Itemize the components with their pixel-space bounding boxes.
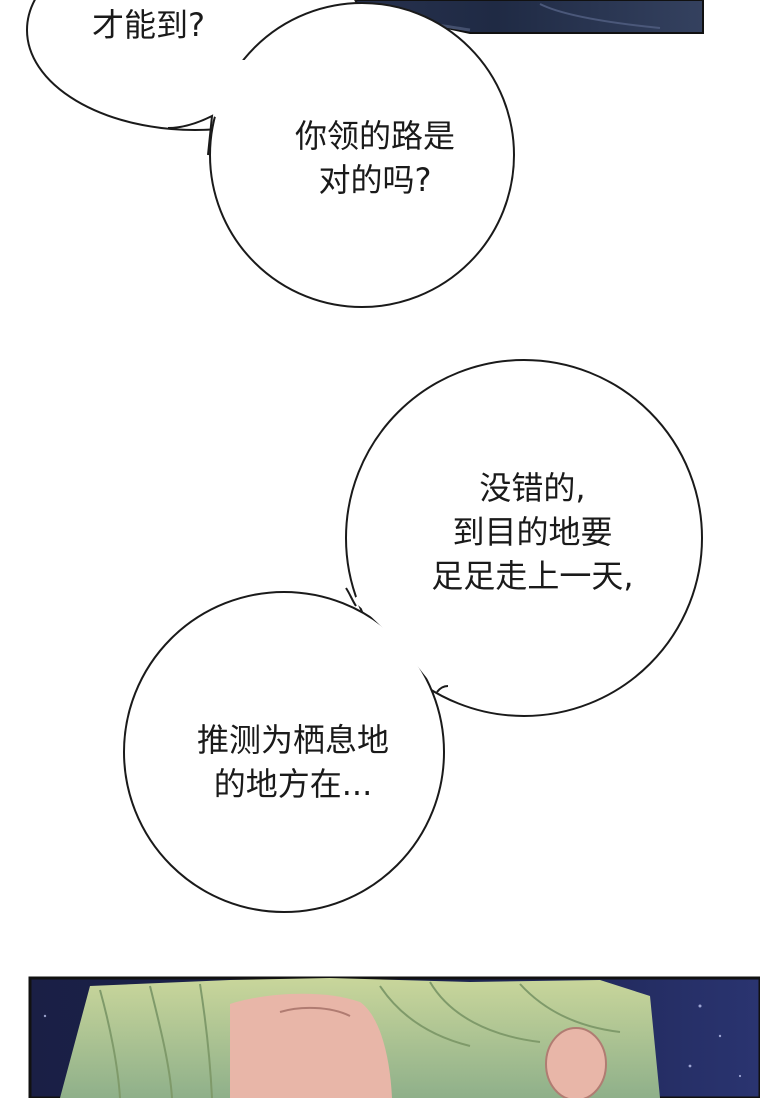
speech-line: 足足走上一天, (431, 557, 634, 595)
speech-bubble-3-text: 没错的, 到目的地要 足足走上一天, (420, 466, 645, 598)
speech-line: 你领的路是 (294, 117, 455, 155)
speech-bubble-2-text: 你领的路是 对的吗? (285, 114, 465, 202)
speech-bubble-1-text: 才能到? (92, 3, 205, 47)
bottom-panel-art (28, 976, 760, 1098)
speech-bubble-2 (209, 2, 515, 308)
speech-line: 到目的地要 (452, 513, 613, 551)
speech-bubble-4-text: 推测为栖息地 的地方在... (183, 718, 403, 806)
speech-bubbles-layer (26, 0, 703, 913)
speech-line: 的地方在... (213, 765, 373, 803)
speech-line: 没错的, (479, 469, 586, 507)
speech-line: 才能到? (92, 6, 205, 44)
speech-bubble-4 (123, 591, 445, 913)
speech-line: 对的吗? (318, 161, 432, 199)
speech-line: 推测为栖息地 (196, 721, 389, 759)
